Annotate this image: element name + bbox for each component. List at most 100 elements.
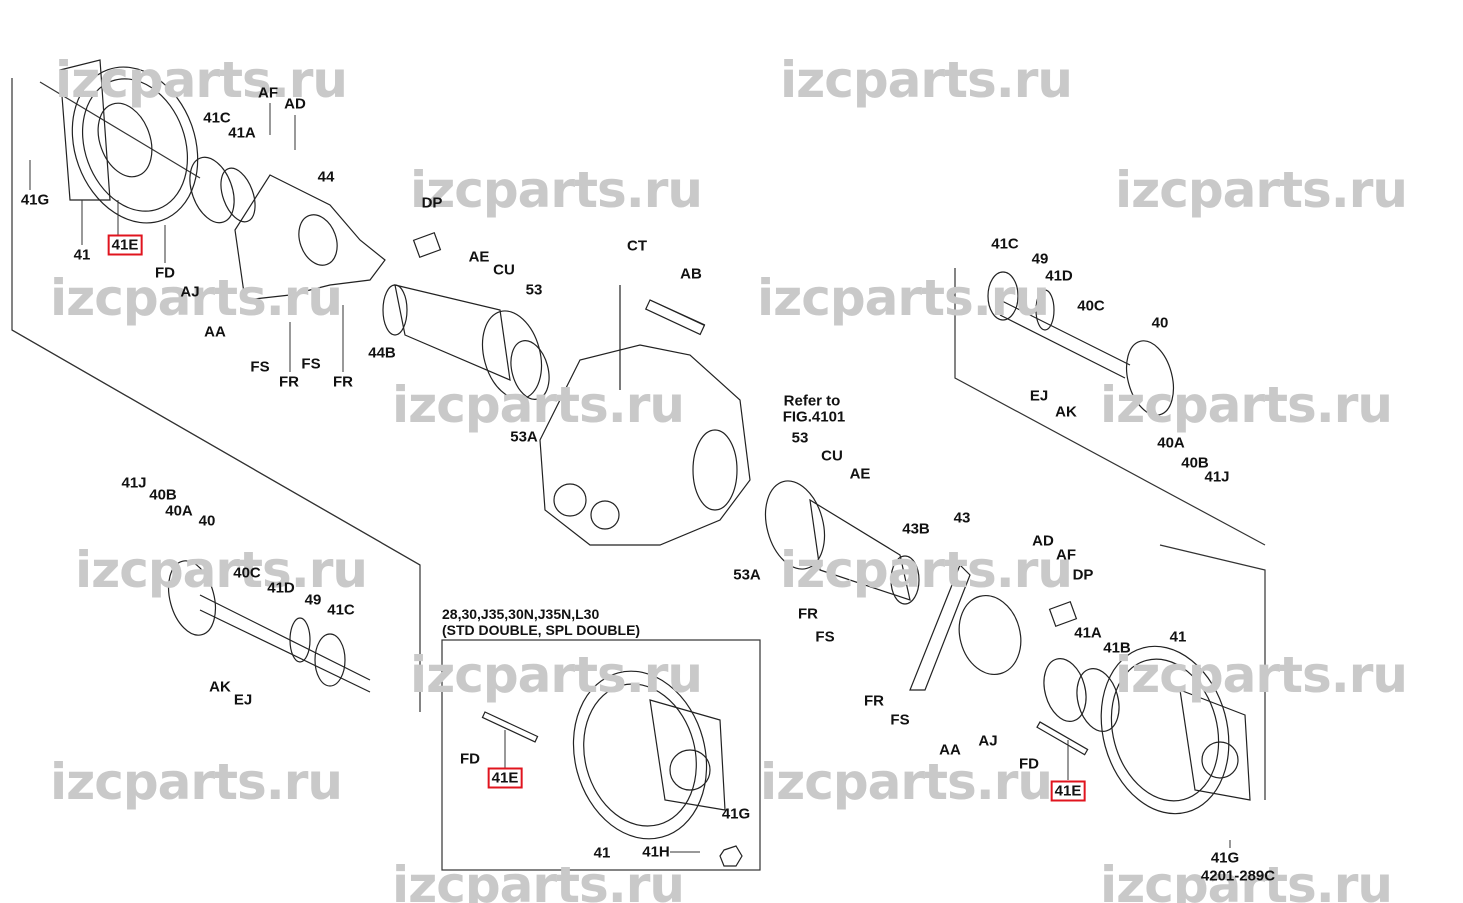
callout-41e: 41E <box>1050 780 1086 802</box>
seal-41b-icon <box>1076 668 1120 732</box>
callout-41b: 41B <box>1103 639 1131 657</box>
stud-41e-inset-icon <box>481 711 539 743</box>
ring-41a-right-icon <box>1043 658 1087 722</box>
callout-fd: FD <box>155 264 175 282</box>
watermark: izcparts.ru <box>55 51 348 109</box>
callout-43: 43 <box>953 509 971 527</box>
callout-dp: DP <box>1072 566 1094 584</box>
callout-53a: 53A <box>510 428 538 446</box>
left-hub-drum-icon <box>59 59 199 224</box>
callout-aj: AJ <box>180 283 200 301</box>
watermark: izcparts.ru <box>75 541 368 599</box>
callout-40b: 40B <box>149 486 177 504</box>
bushing-dp-icon <box>412 232 442 258</box>
callout-fd: FD <box>1019 755 1039 773</box>
callout-fr: FR <box>798 605 818 623</box>
arm-43-icon <box>909 563 971 691</box>
callout-40c: 40C <box>233 564 261 582</box>
callout-fs: FS <box>890 711 910 729</box>
callout-ad: AD <box>284 95 306 113</box>
refer-note-line2: FIG.4101 <box>782 408 846 426</box>
callout-fs: FS <box>815 628 835 646</box>
watermark: izcparts.ru <box>410 161 703 219</box>
axle-housing-icon <box>539 344 751 546</box>
callout-41c: 41C <box>991 235 1019 253</box>
bushing-dp-right-icon <box>1048 601 1078 627</box>
callout-49: 49 <box>304 591 322 609</box>
callout-fd: FD <box>460 750 480 768</box>
callout-41: 41 <box>1169 628 1187 646</box>
knuckle-right-icon <box>958 594 1022 676</box>
watermark: izcparts.ru <box>757 269 1050 327</box>
callout-43b: 43B <box>902 520 930 538</box>
watermark: izcparts.ru <box>410 646 703 704</box>
callout-fs: FS <box>250 358 270 376</box>
callout-40a: 40A <box>165 502 193 520</box>
callout-ae: AE <box>849 465 871 483</box>
watermark: izcparts.ru <box>50 269 343 327</box>
refer-note-line1: Refer to <box>783 392 841 410</box>
inset-hub-drum-icon <box>572 670 726 840</box>
callout-ej: EJ <box>1029 387 1049 405</box>
callout-40: 40 <box>198 512 216 530</box>
shaft-40-flange-right-icon <box>1125 340 1175 416</box>
watermark: izcparts.ru <box>760 753 1053 811</box>
shaft-40-flange-left-icon <box>167 560 217 636</box>
callout-ad: AD <box>1032 532 1054 550</box>
right-hub-drum-icon <box>1100 645 1251 815</box>
watermark: izcparts.ru <box>392 856 685 903</box>
callout-53: 53 <box>525 281 543 299</box>
callout-40a: 40A <box>1157 434 1185 452</box>
inset-title-models: 28,30,J35,30N,J35N,L30 <box>442 606 600 622</box>
callout-aj: AJ <box>978 732 998 750</box>
watermark: izcparts.ru <box>1115 161 1408 219</box>
callout-aa: AA <box>204 323 226 341</box>
ring-41a-icon <box>220 167 256 223</box>
inset-frame <box>441 639 761 871</box>
callout-41e: 41E <box>107 234 143 256</box>
callout-cu: CU <box>493 261 515 279</box>
watermark: izcparts.ru <box>780 51 1073 109</box>
callout-44: 44 <box>317 168 335 186</box>
inset-title-variants: (STD DOUBLE, SPL DOUBLE) <box>442 622 641 638</box>
callout-41: 41 <box>73 246 91 264</box>
callout-41g: 41G <box>1210 849 1240 867</box>
spindle-right-icon <box>809 498 911 601</box>
group-frame-left-hub <box>11 78 421 712</box>
seal-41c-icon <box>189 156 235 224</box>
bearing-41c-right-icon <box>987 271 1019 321</box>
callout-ab: AB <box>680 265 702 283</box>
watermark: izcparts.ru <box>1115 646 1408 704</box>
callout-40: 40 <box>1151 314 1169 332</box>
callout-af: AF <box>258 84 278 102</box>
group-frame-right-shaft <box>954 268 1266 546</box>
watermark: izcparts.ru <box>50 753 343 811</box>
stud-41e-right-icon <box>1036 721 1089 756</box>
callout-ej: EJ <box>233 691 253 709</box>
callout-fr: FR <box>333 373 353 391</box>
callout-cu: CU <box>821 447 843 465</box>
group-frame-right-hub <box>1159 544 1266 800</box>
callout-53a: 53A <box>733 566 761 584</box>
callout-41e: 41E <box>487 767 523 789</box>
nut-41g-inset-icon <box>719 845 743 867</box>
callout-fr: FR <box>279 373 299 391</box>
callout-ae: AE <box>468 248 490 266</box>
callout-41c: 41C <box>203 109 231 127</box>
bolt-ab-icon <box>644 299 706 336</box>
flange-53-right-icon <box>764 480 826 570</box>
callout-aa: AA <box>939 741 961 759</box>
callout-fs: FS <box>301 355 321 373</box>
callout-41g: 41G <box>20 191 50 209</box>
callout-fr: FR <box>864 692 884 710</box>
callout-41: 41 <box>593 844 611 862</box>
bearing-41c-left-icon <box>314 633 346 687</box>
callout-41h: 41H <box>642 843 670 861</box>
callout-49: 49 <box>1031 250 1049 268</box>
spindle-left-icon <box>394 284 511 381</box>
callout-44b: 44B <box>368 344 396 362</box>
callout-ct: CT <box>627 237 647 255</box>
callout-41g: 41G <box>721 805 751 823</box>
